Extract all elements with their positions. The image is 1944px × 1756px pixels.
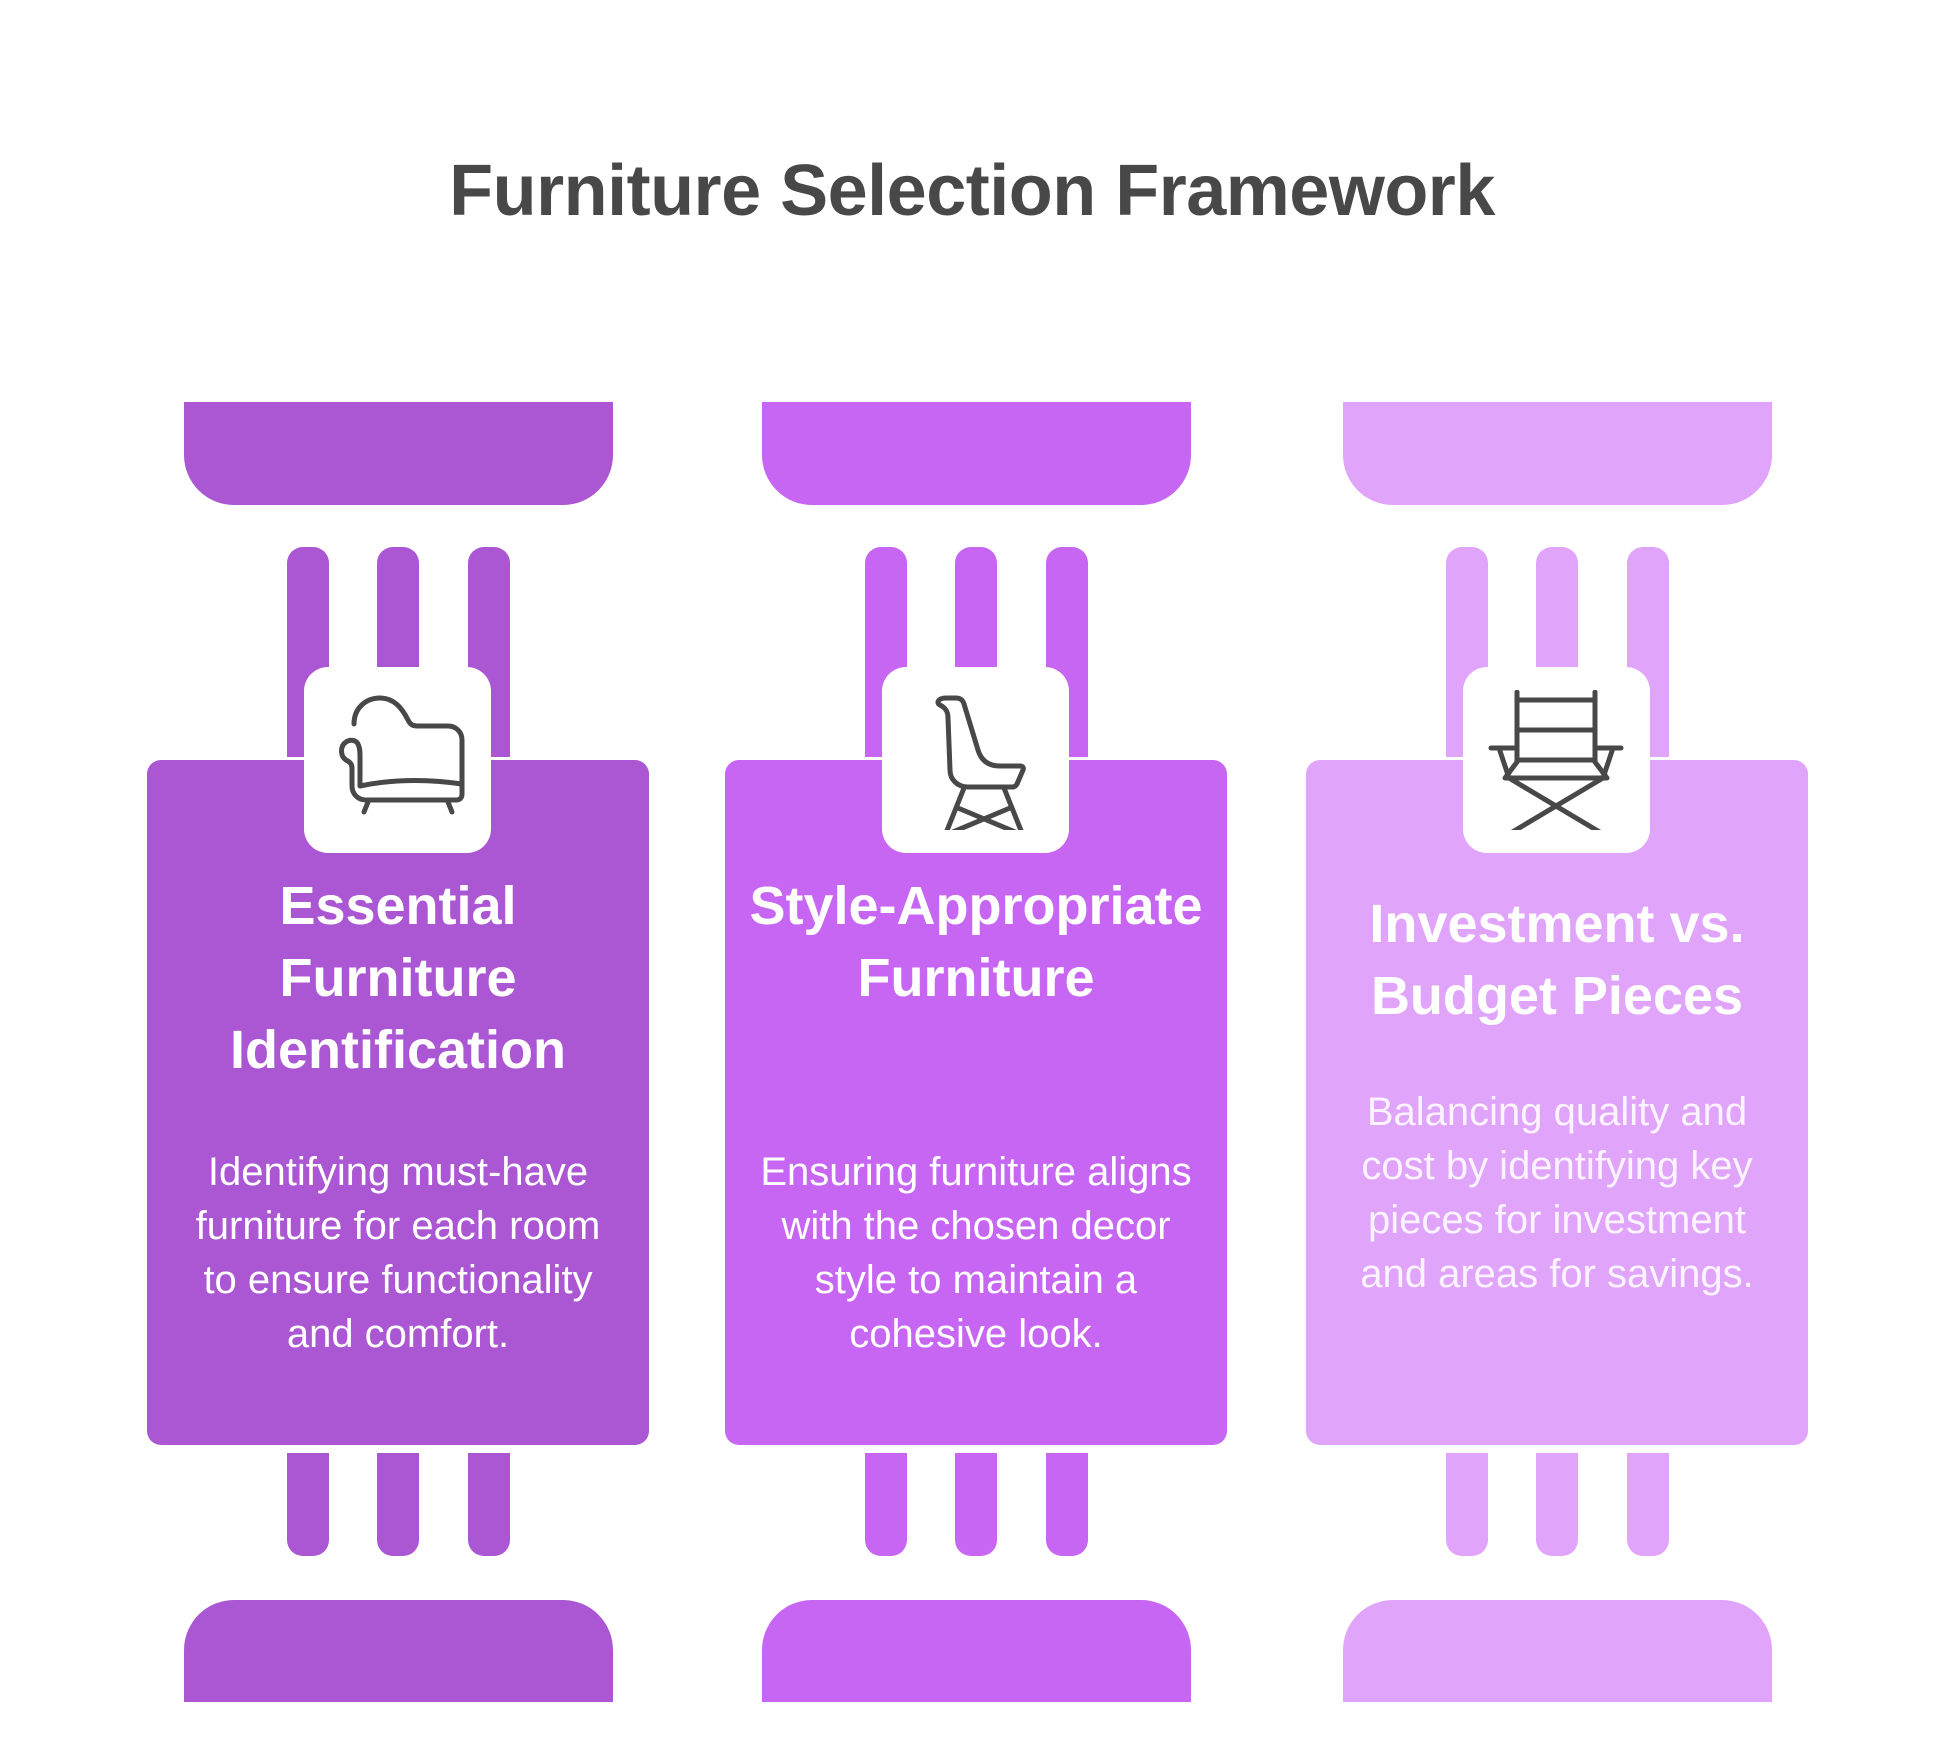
- page-title: Furniture Selection Framework: [449, 151, 1495, 231]
- chaise-lounge-icon: [338, 695, 464, 815]
- pillar-shaft: [865, 1453, 907, 1556]
- pillar-top-cap: [184, 402, 613, 505]
- pillar-shaft: [1627, 1453, 1669, 1556]
- pillar-column-style: Style-Appropriate Furniture Ensuring fur…: [725, 0, 1227, 1756]
- pillar-card: Style-Appropriate Furniture Ensuring fur…: [725, 760, 1227, 1445]
- pillar-shaft: [1046, 1453, 1088, 1556]
- card-description: Balancing quality and cost by identifyin…: [1360, 1090, 1754, 1296]
- pillar-card: Investment vs. Budget Pieces Balancing q…: [1306, 760, 1808, 1445]
- icon-tile: [1463, 667, 1650, 853]
- pillar-shaft: [287, 1453, 329, 1556]
- directors-chair-icon: [1488, 690, 1623, 830]
- card-title: Essential Furniture Identification: [230, 876, 566, 1080]
- card-title: Style-Appropriate Furniture: [749, 876, 1203, 1008]
- pillar-shaft: [1446, 1453, 1488, 1556]
- pillar-base: [184, 1600, 613, 1702]
- pillar-top-cap: [1343, 402, 1772, 505]
- pillar-shaft: [468, 1453, 510, 1556]
- pillar-column-essential: Essential Furniture Identification Ident…: [147, 0, 649, 1756]
- icon-tile: [304, 667, 491, 853]
- pillar-top-cap: [762, 402, 1191, 505]
- card-description: Identifying must-have furniture for each…: [195, 1150, 601, 1356]
- pillar-card: Essential Furniture Identification Ident…: [147, 760, 649, 1445]
- pillar-base: [762, 1600, 1191, 1702]
- pillar-shaft: [955, 1453, 997, 1556]
- icon-tile: [882, 667, 1069, 853]
- card-title: Investment vs. Budget Pieces: [1369, 894, 1745, 1026]
- pillar-column-investment: Investment vs. Budget Pieces Balancing q…: [1306, 0, 1808, 1756]
- pillar-base: [1343, 1600, 1772, 1702]
- pillar-shaft: [377, 1453, 419, 1556]
- card-description: Ensuring furniture aligns with the chose…: [760, 1150, 1192, 1356]
- shell-chair-icon: [935, 695, 1026, 830]
- pillar-shaft: [1536, 1453, 1578, 1556]
